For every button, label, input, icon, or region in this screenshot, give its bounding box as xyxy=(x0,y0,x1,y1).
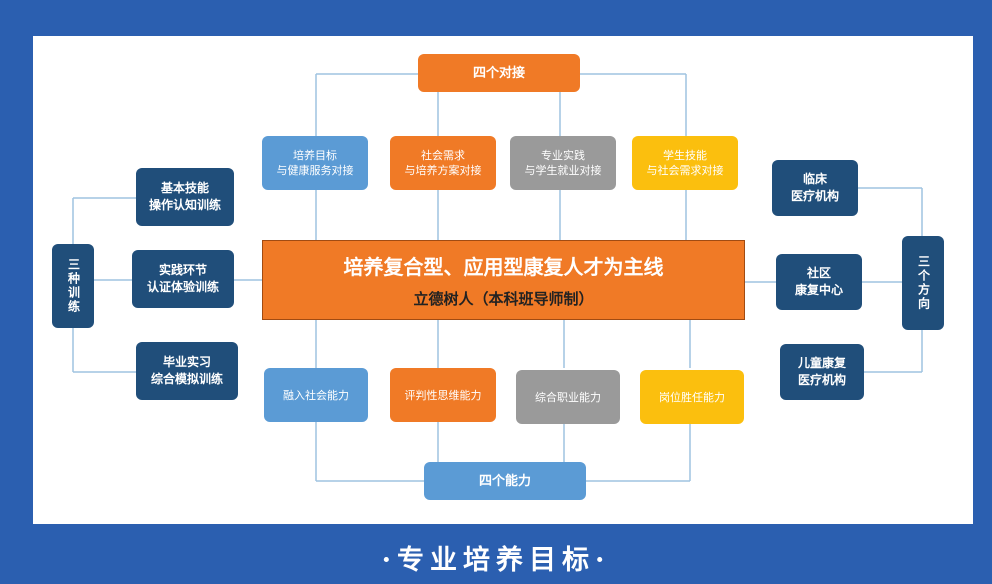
main-title: 培养复合型、应用型康复人才为主线 xyxy=(343,255,664,279)
three-trainings-label: 三种训练 xyxy=(52,244,94,328)
four-alignments-label: 四个对接 xyxy=(418,54,580,92)
left-item-internship: 毕业实习 综合模拟训练 xyxy=(136,342,238,400)
three-directions-label: 三个方向 xyxy=(902,236,944,330)
right-item-pediatric: 儿童康复 医疗机构 xyxy=(780,344,864,400)
top-box-training-goal: 培养目标 与健康服务对接 xyxy=(262,136,368,190)
bottom-box-job-competency: 岗位胜任能力 xyxy=(640,370,744,424)
four-abilities-label: 四个能力 xyxy=(424,462,586,500)
right-item-clinical: 临床 医疗机构 xyxy=(772,160,858,216)
top-box-professional-practice: 专业实践 与学生就业对接 xyxy=(510,136,616,190)
top-box-student-skills: 学生技能 与社会需求对接 xyxy=(632,136,738,190)
right-item-community: 社区 康复中心 xyxy=(776,254,862,310)
bottom-box-vocational-ability: 综合职业能力 xyxy=(516,370,620,424)
bottom-box-social-integration: 融入社会能力 xyxy=(264,368,368,422)
top-box-social-demand: 社会需求 与培养方案对接 xyxy=(390,136,496,190)
left-item-basic-skills: 基本技能 操作认知训练 xyxy=(136,168,234,226)
left-item-practice: 实践环节 认证体验训练 xyxy=(132,250,234,308)
main-goal-box: 培养复合型、应用型康复人才为主线 立德树人（本科班导师制） xyxy=(262,240,745,320)
main-subtitle: 立德树人（本科班导师制） xyxy=(413,290,594,308)
footer-title: ·专业培养目标· xyxy=(381,545,611,576)
bottom-box-critical-thinking: 评判性思维能力 xyxy=(390,368,496,422)
